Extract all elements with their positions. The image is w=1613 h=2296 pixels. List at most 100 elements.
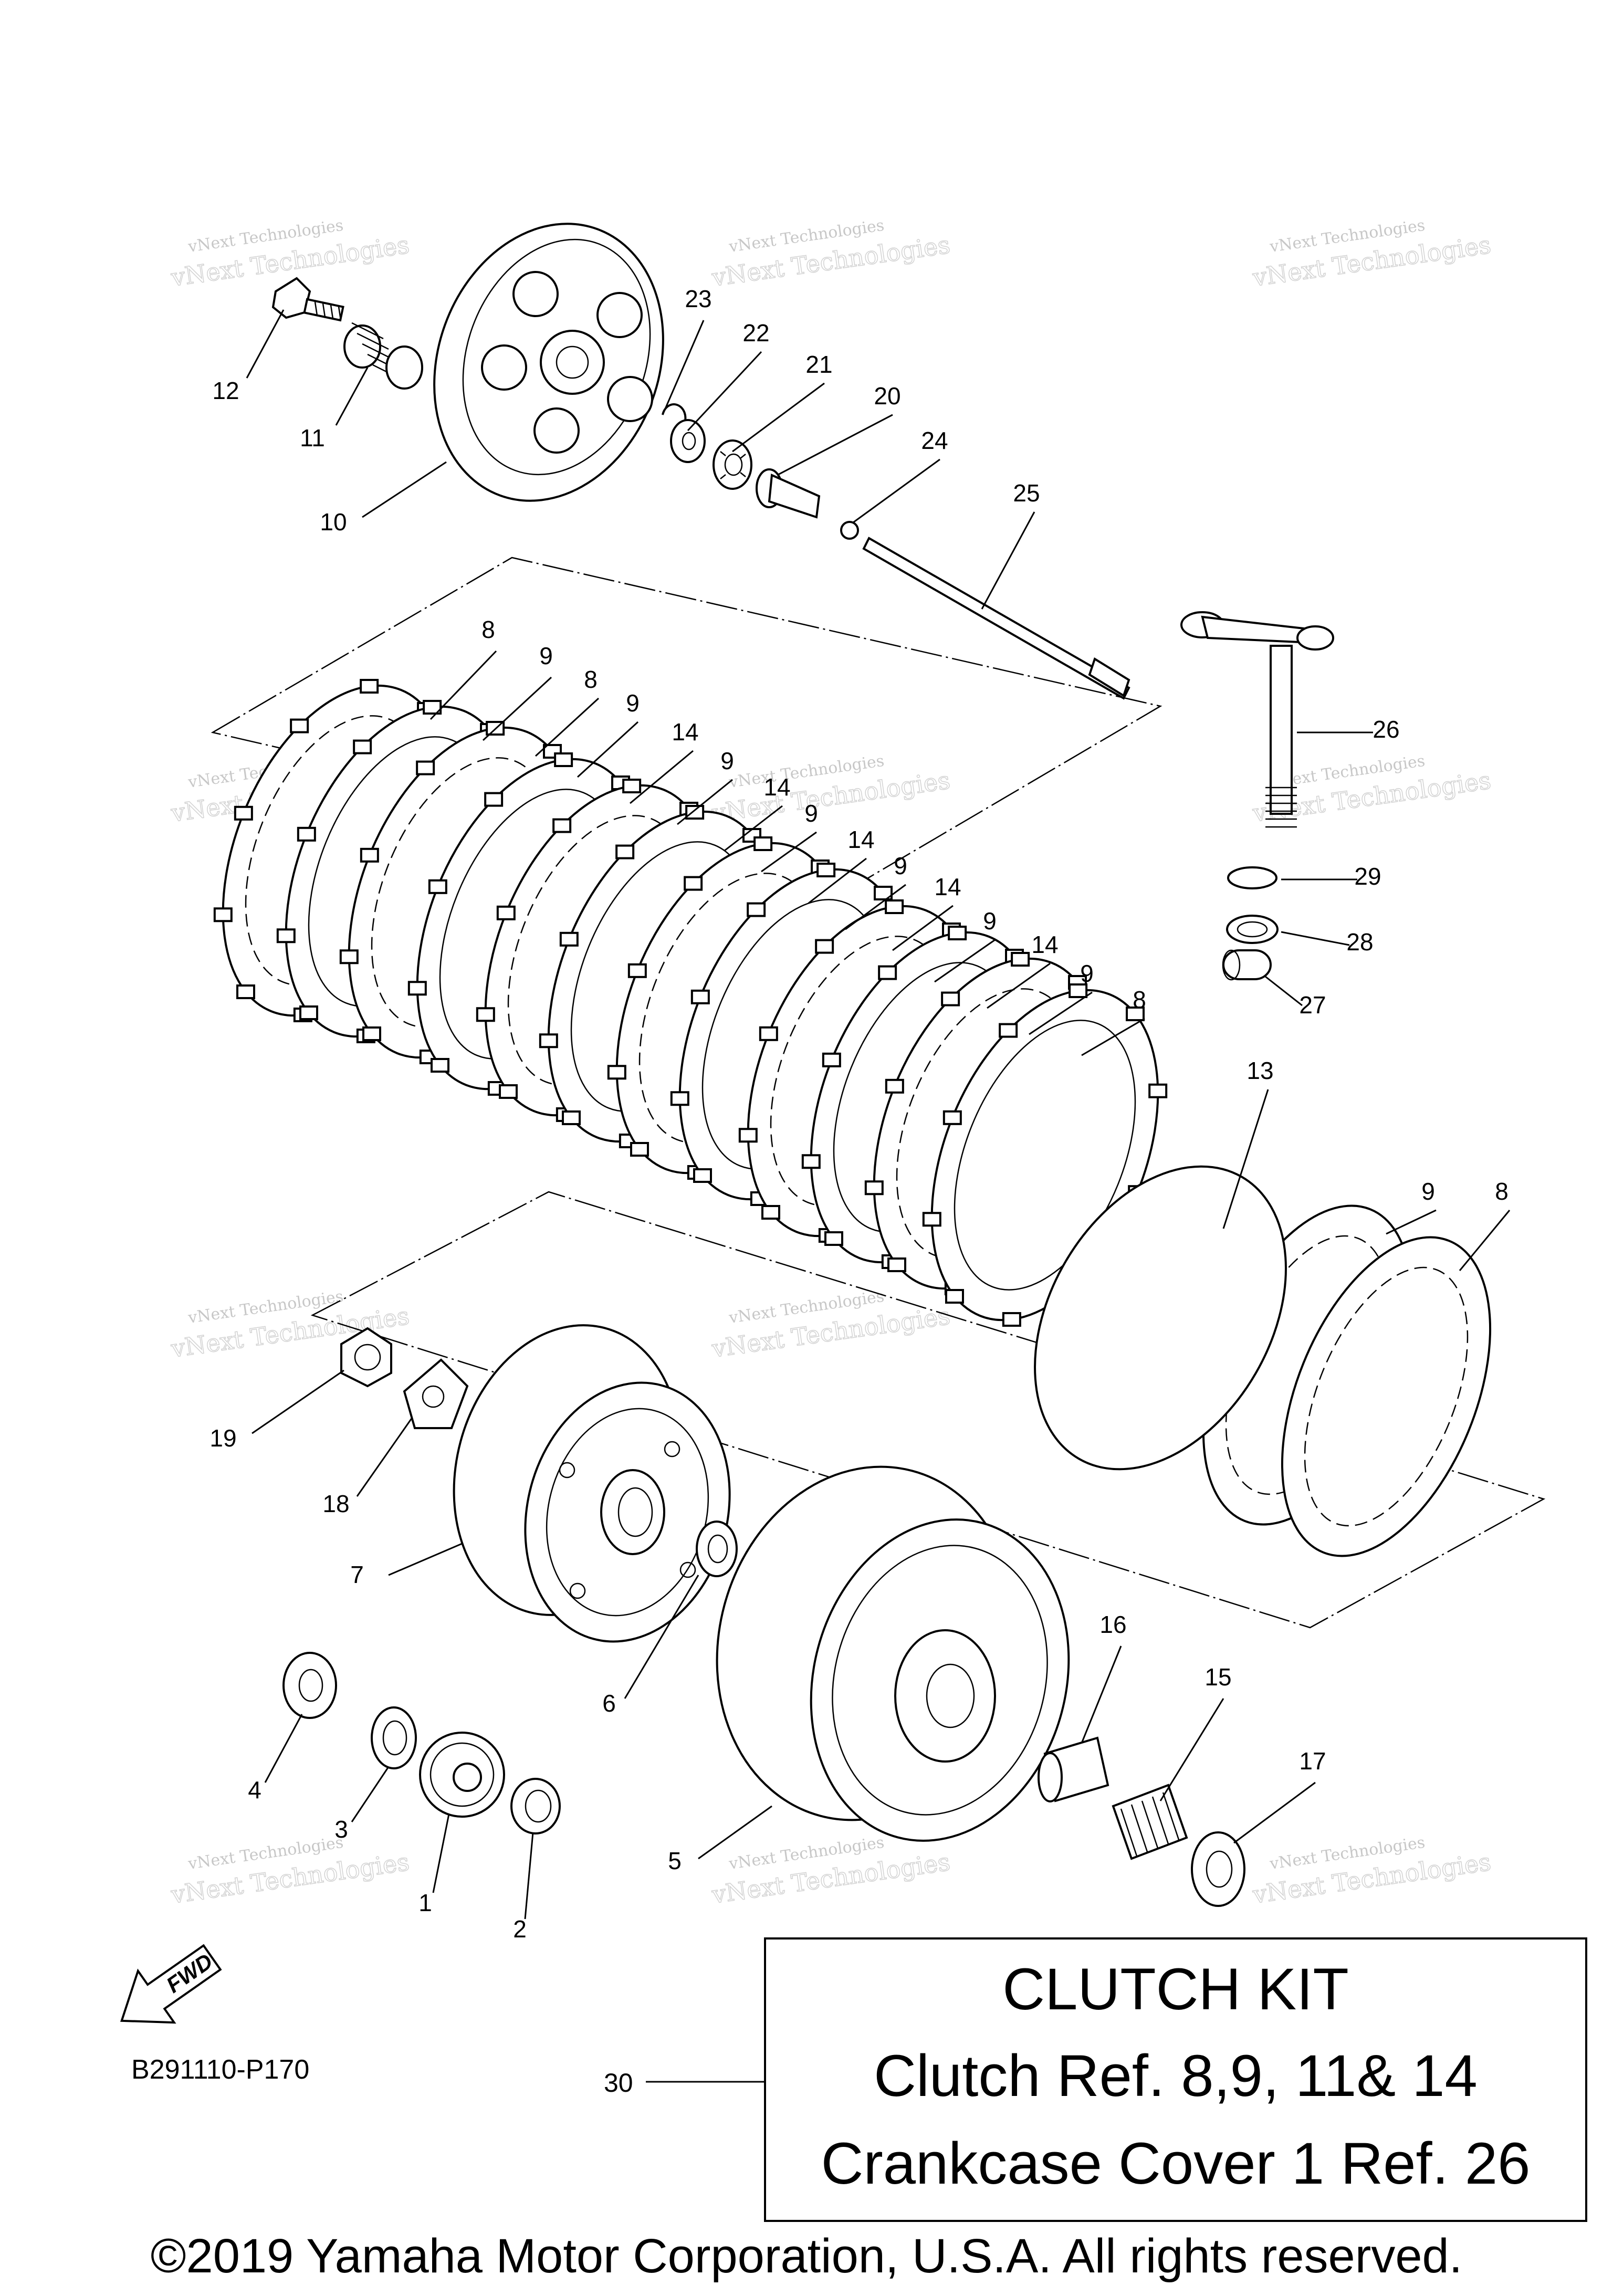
ball-24: [840, 521, 859, 540]
callout-leader-line: [1159, 1698, 1224, 1801]
plate-group-outline-lower: [310, 1191, 1546, 1629]
push-rod-20: [756, 468, 821, 519]
callout-leader-line: [524, 1832, 534, 1920]
callout-leader-line: [388, 1543, 463, 1576]
callout-number: 14: [934, 873, 961, 900]
callout-leader-line: [264, 1714, 303, 1783]
callout-number: 9: [1421, 1178, 1435, 1205]
callout-number: 14: [1031, 931, 1058, 958]
callout-number: 22: [742, 319, 769, 347]
callout-number: 23: [685, 285, 711, 312]
callout-number: 19: [210, 1424, 236, 1452]
callout-number: 6: [602, 1690, 616, 1717]
spacer-16: [1038, 1736, 1109, 1802]
callout-leader-line: [1386, 1209, 1437, 1235]
callout-number: 26: [1373, 716, 1399, 743]
callout-number: 12: [212, 377, 239, 404]
callout-leader-line: [1281, 931, 1350, 946]
callout-leader-line: [252, 1369, 344, 1434]
lock-washer-18: [403, 1358, 469, 1429]
callout-leader-line: [677, 779, 733, 825]
washer-6: [696, 1521, 738, 1577]
copyright-footer: ©2019 Yamaha Motor Corporation, U.S.A. A…: [150, 2229, 1463, 2283]
callout-leader-line: [934, 939, 996, 983]
callout-number: 9: [1080, 960, 1094, 987]
o-ring-13: [1034, 1165, 1287, 1471]
callout-leader-line: [482, 676, 552, 741]
callout-number: 9: [626, 689, 640, 717]
callout-leader-line: [724, 805, 783, 852]
watermark: vNext Technologies vNext Technologies: [709, 752, 952, 828]
bearing-21: [713, 439, 752, 490]
callout-number: 15: [1204, 1663, 1231, 1691]
callout-number: 28: [1346, 928, 1373, 956]
callout-leader-line: [777, 414, 893, 476]
callout-leader-line: [853, 458, 940, 523]
callout-number: 8: [1495, 1178, 1509, 1205]
callout-leader-line: [630, 750, 694, 804]
callout-leader-line: [430, 650, 497, 720]
watermark: vNext Technologies vNext Technologies: [709, 216, 952, 292]
callout-leader-line: [761, 831, 817, 873]
callout-number: 14: [672, 718, 698, 746]
callout-number: 9: [539, 642, 553, 669]
watermark: vNext Technologies vNext Technologies: [1250, 216, 1493, 292]
callout-leader-line: [981, 511, 1035, 610]
callout-number: 8: [584, 666, 598, 693]
callout-leader-line: [1265, 976, 1303, 1007]
callout-leader-line: [1459, 1210, 1511, 1271]
callout-leader-line: [987, 962, 1051, 1009]
callout-number: 14: [847, 826, 874, 853]
callout-leader-line: [1081, 1018, 1145, 1056]
push-rod-25: [862, 537, 1130, 700]
callout-number: 2: [513, 1915, 527, 1943]
callout-leader-line: [698, 1805, 772, 1860]
callout-leader-line: [335, 367, 369, 426]
washer-3: [371, 1706, 417, 1769]
callout-number: 21: [805, 351, 832, 378]
callout-leader-line: [845, 884, 906, 930]
callout-number: 5: [668, 1847, 682, 1874]
callout-number: 9: [894, 852, 907, 879]
washer-22: [670, 419, 706, 463]
bearing-27: [1222, 949, 1272, 981]
callout-number: 14: [763, 773, 790, 801]
callout-number: 29: [1354, 863, 1381, 890]
callout-number: 7: [350, 1561, 364, 1588]
callout-number: 1: [418, 1889, 432, 1916]
callout-leader-line: [356, 1417, 413, 1497]
callout-number: 27: [1299, 991, 1326, 1019]
gear-1: [419, 1732, 505, 1818]
clutch-housing-5: [716, 1465, 1070, 1842]
callout-number: 4: [248, 1776, 261, 1804]
kit-crankcase-refs: Crankcase Cover 1 Ref. 26: [821, 2131, 1531, 2196]
clutch-plate: [1281, 1236, 1492, 1557]
thrust-washer-17: [1191, 1831, 1245, 1907]
clutch-kit-box: CLUTCH KIT Clutch Ref. 8,9, 11& 14 Crank…: [764, 1937, 1587, 2222]
callout-number: 25: [1013, 479, 1040, 507]
callout-number: 18: [322, 1490, 349, 1517]
callout-leader-line: [732, 382, 825, 453]
needle-bearing-15: [1112, 1784, 1188, 1860]
clutch-plate-stack: [213, 679, 1492, 1557]
callout-leader-line: [808, 857, 867, 904]
callout-leader-line: [362, 461, 447, 518]
callout-leader-line: [1233, 1781, 1316, 1844]
callout-leader-line: [687, 351, 762, 432]
callout-number: 10: [320, 508, 347, 536]
callout-leader-line: [577, 721, 639, 778]
callout-number: 24: [921, 427, 948, 454]
pressure-plate-10: [433, 223, 664, 502]
callout-leader-line: [1081, 1645, 1122, 1744]
callout-number: 8: [481, 616, 495, 643]
callout-leader-line: [624, 1575, 699, 1699]
watermark: vNext Technologies vNext Technologies: [169, 1833, 412, 1910]
callout-leader-line: [1222, 1089, 1269, 1229]
callout-number: 11: [300, 424, 325, 452]
kit-clutch-refs: Clutch Ref. 8,9, 11& 14: [874, 2043, 1478, 2109]
callout-number: 13: [1247, 1057, 1273, 1084]
callout-number: 3: [334, 1816, 348, 1843]
callout-layer: 1211102322212024252629282789891491491491…: [210, 285, 1511, 1943]
oil-seal-28: [1226, 915, 1279, 944]
